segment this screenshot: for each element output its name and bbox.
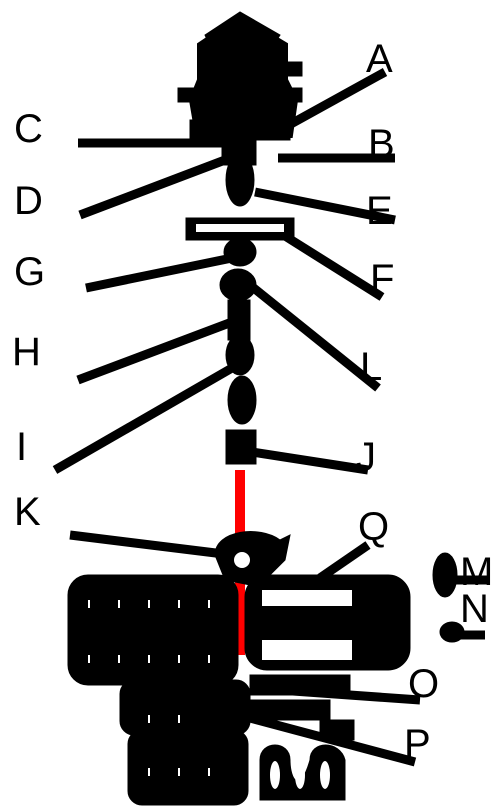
outlying-part-m (433, 553, 457, 597)
label-k: K (14, 490, 41, 534)
leader-f (285, 236, 382, 297)
label-h: H (12, 330, 41, 374)
leader-g (86, 258, 232, 288)
leader-l (250, 285, 378, 388)
label-l: L (360, 345, 382, 389)
label-n: N (460, 587, 489, 631)
leader-o (250, 688, 420, 700)
leader-k (70, 535, 232, 555)
leader-j (252, 452, 368, 470)
label-p: P (404, 722, 431, 766)
label-a: A (366, 37, 393, 81)
label-b: B (368, 122, 395, 166)
top-structure (178, 12, 302, 140)
left-unit-grid (68, 575, 250, 805)
leader-h (78, 322, 232, 380)
leader-q (320, 545, 368, 578)
label-j: J (356, 435, 376, 479)
label-d: D (14, 179, 43, 223)
label-i: I (16, 425, 27, 469)
label-g: G (14, 250, 45, 294)
label-o: O (408, 662, 439, 706)
label-c: C (14, 107, 43, 151)
spine-segments (186, 135, 294, 464)
label-e: E (366, 189, 393, 233)
label-f: F (370, 257, 394, 301)
leader-d (80, 160, 225, 215)
label-q: Q (358, 505, 389, 549)
